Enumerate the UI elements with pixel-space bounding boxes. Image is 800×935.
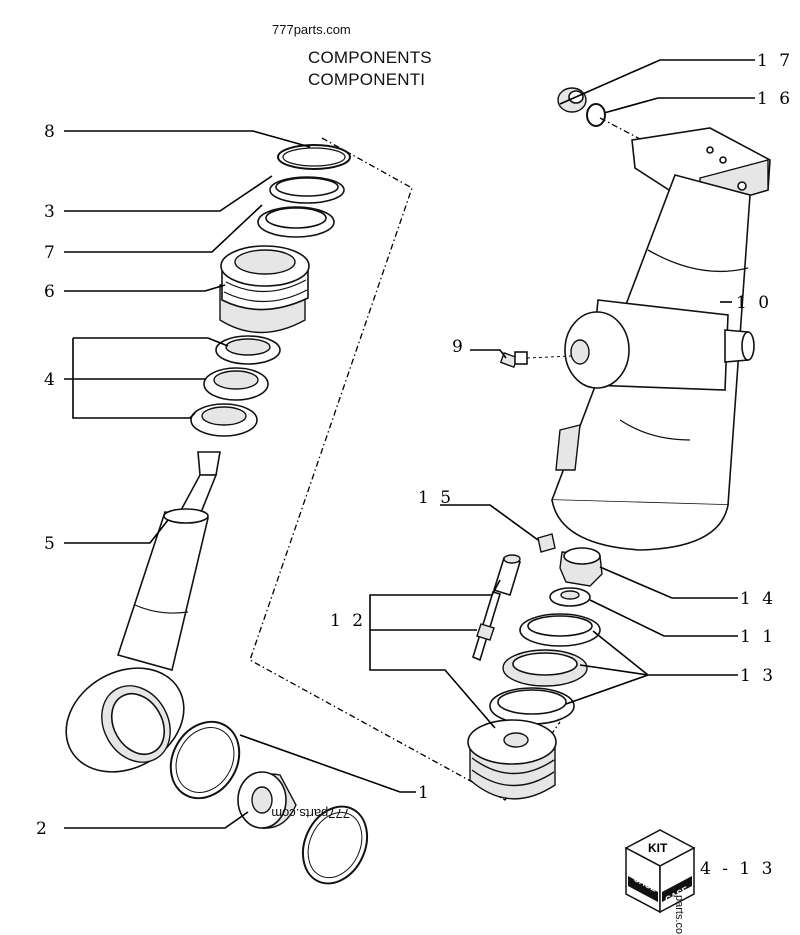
assembly-boundary [249,137,561,801]
part-12-sleeve [492,554,522,597]
callout-14: 1 4 [740,589,776,609]
part-13-seal-a [519,613,601,647]
part-4-seal-a [215,335,281,365]
part-13-seal-b [502,649,588,687]
part-3-ring [269,176,345,204]
callout-9: 9 [452,337,466,357]
part-1-circlip-lower [301,805,369,885]
title-english: COMPONENTS [308,48,432,67]
callout-13: 1 3 [740,666,776,686]
part-6-gland [219,245,310,334]
watermark-side: parts.co [673,895,685,934]
part-8-snap-ring [277,144,351,170]
callout-7: 7 [44,243,58,263]
callout-3: 3 [44,202,58,222]
watermark-top: 777parts.com [272,22,351,37]
callout-16: 1 6 [757,89,793,109]
part-7-wiper [257,206,335,238]
part-9-grease-nipple [499,351,573,368]
callout-6: 6 [44,282,58,302]
kit-box-icon: KIT CASE CASE [624,829,696,914]
callout-4: 4 [44,370,58,390]
part-10-cylinder-barrel [550,127,771,551]
part-12-pin [472,591,502,662]
part-4-seal-c [190,403,258,437]
leader-lines [64,59,755,829]
part-2-spherical-bearing [237,771,297,829]
leader-17-dotted [599,117,643,141]
callout-12: 1 2 [330,611,366,631]
callout-2: 2 [36,819,50,839]
part-1-circlip-upper [169,720,241,800]
piston [467,719,557,800]
callout-11: 1 1 [740,627,776,647]
part-15-grub-screw [537,533,556,553]
part-4-seal-b [203,367,269,401]
callout-1: 1 [418,783,432,803]
callout-10: 1 0 [736,293,772,313]
watermark-mid: 777parts.com [271,806,350,821]
part-11-washer [549,587,591,607]
part-13-seal-c [489,687,575,725]
callout-8: 8 [44,122,58,142]
title-italian: COMPONENTI [308,70,426,89]
callout-5: 5 [44,534,58,554]
part-14-nut [559,547,603,587]
page-reference: 4 - 1 3 [700,859,775,879]
callout-17: 1 7 [757,51,793,71]
part-17-nut [557,87,587,113]
callout-15: 1 5 [418,488,454,508]
part-5-piston-rod [65,451,221,773]
kit-label: KIT [648,841,668,855]
part-16-washer [586,103,606,127]
